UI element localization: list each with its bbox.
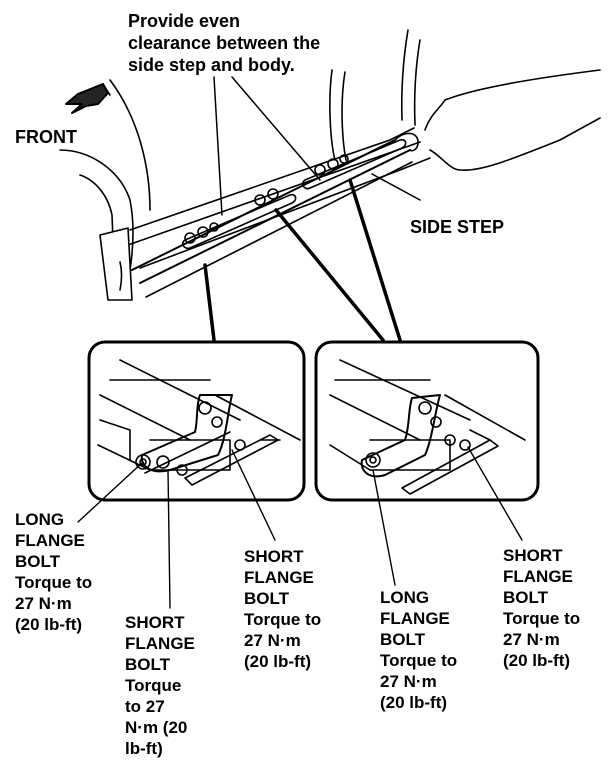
left-long-bolt-label: LONG FLANGE BOLT Torque to 27 N·m (20 lb… — [15, 509, 92, 635]
left-short-bolt-label-1: SHORT FLANGE BOLT Torque to 27 N·m (20 l… — [125, 612, 195, 759]
vehicle-body-outline — [59, 29, 601, 301]
side-step-label: SIDE STEP — [410, 217, 505, 237]
side-step-rail — [131, 132, 419, 298]
callout-leaders — [203, 76, 421, 342]
label-line: Torque — [125, 676, 182, 695]
left-detail-box — [87, 340, 306, 502]
label-line: to 27 — [125, 697, 165, 716]
right-short-bolt-label: SHORT FLANGE BOLT Torque to 27 N·m (20 l… — [503, 545, 580, 671]
label-line: SHORT — [125, 613, 185, 632]
label-line: 27 N·m — [15, 594, 72, 613]
label-line: LONG — [15, 510, 65, 529]
label-line: (20 lb-ft) — [15, 615, 83, 634]
bolt-leaders — [77, 446, 523, 609]
label-line: 27 N·m — [244, 631, 301, 650]
label-line: (20 lb-ft) — [244, 652, 312, 671]
callout-line-2: clearance between the — [128, 33, 321, 53]
label-line: BOLT — [125, 655, 171, 674]
callout-line-1: Provide even — [128, 11, 241, 31]
label-line: BOLT — [244, 589, 290, 608]
label-line: FLANGE — [244, 568, 314, 587]
label-line: Torque to — [503, 609, 581, 628]
label-line: FLANGE — [125, 634, 195, 653]
label-line: (20 lb-ft) — [380, 693, 448, 712]
right-detail-box — [314, 340, 540, 502]
label-line: BOLT — [15, 552, 61, 571]
left-short-bolt-label-2: SHORT FLANGE BOLT Torque to 27 N·m (20 l… — [244, 546, 321, 672]
label-line: (20 lb-ft) — [503, 651, 571, 670]
label-line: BOLT — [503, 588, 549, 607]
front-label: FRONT — [15, 127, 77, 147]
label-line: 27 N·m — [380, 672, 437, 691]
label-line: SHORT — [503, 546, 563, 565]
label-line: SHORT — [244, 547, 304, 566]
front-arrow-icon — [65, 83, 111, 114]
label-line: Torque to — [15, 573, 93, 592]
right-long-bolt-label: LONG FLANGE BOLT Torque to 27 N·m (20 lb… — [380, 587, 457, 713]
label-line: lb-ft) — [125, 739, 163, 758]
clearance-callout: Provide even clearance between the side … — [128, 10, 320, 76]
label-line: FLANGE — [15, 531, 85, 550]
label-line: Torque to — [380, 651, 458, 670]
label-line: LONG — [380, 588, 430, 607]
label-line: N·m (20 — [125, 718, 188, 737]
label-line: BOLT — [380, 630, 426, 649]
callout-line-3: side step and body. — [128, 55, 295, 75]
label-line: FLANGE — [380, 609, 450, 628]
label-line: 27 N·m — [503, 630, 560, 649]
label-line: Torque to — [244, 610, 322, 629]
label-line: FLANGE — [503, 567, 573, 586]
